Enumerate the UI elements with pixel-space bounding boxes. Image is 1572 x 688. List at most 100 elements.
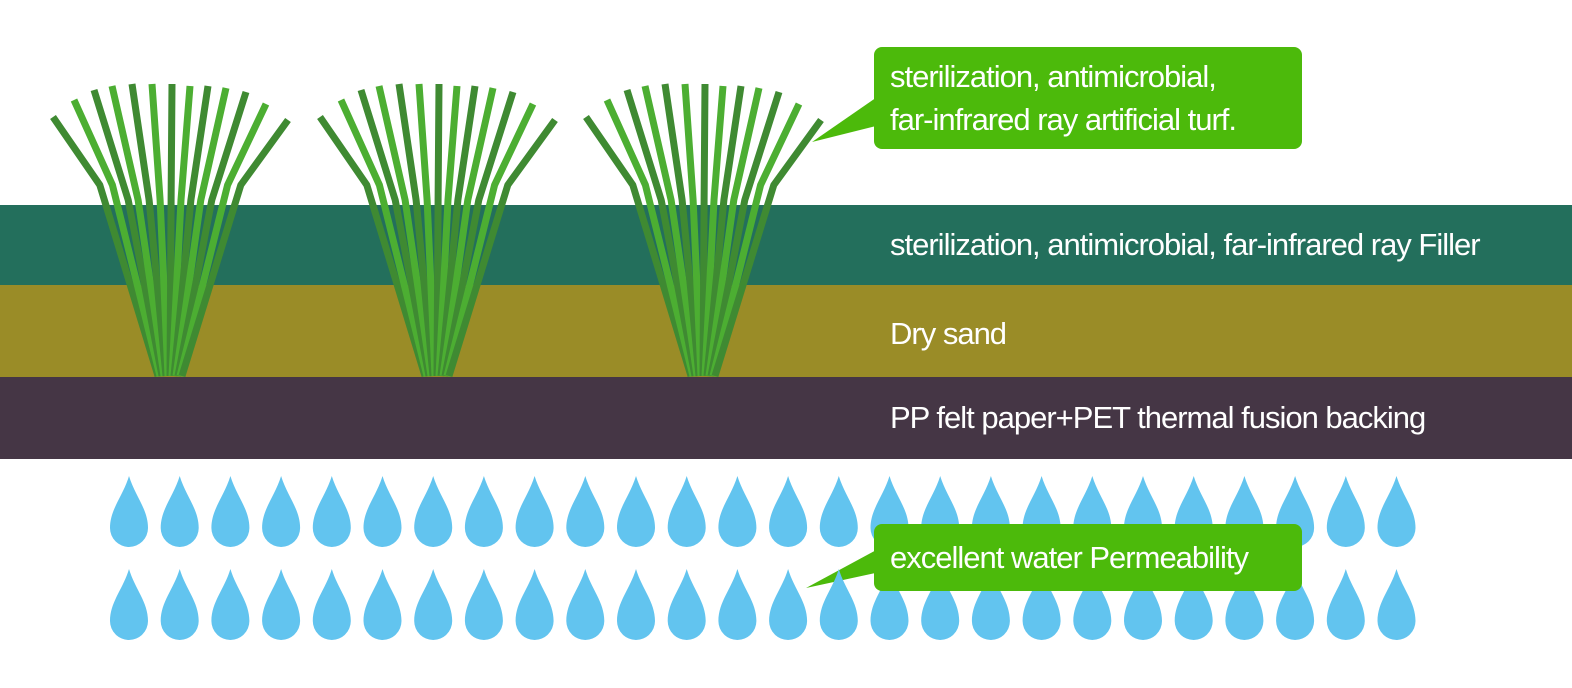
grass-blade [435,85,461,377]
water-drop-icon [515,476,554,547]
water-callout: excellent water Permeability [874,524,1302,591]
water-drop-icon [921,569,960,640]
water-drop-icon [1326,569,1365,640]
water-drop-icon [819,569,858,640]
water-callout-tail [806,548,880,588]
water-callout-label: excellent water Permeability [890,540,1249,575]
water-drop-icon [1124,569,1162,640]
grass-tuft [583,83,824,378]
grass-blade [170,85,212,377]
turf-callout: sterilization, antimicrobial, far-infrar… [874,47,1302,149]
water-drop-icon [211,569,250,640]
turf-callout-line-2: far-infrared ray artificial turf. [890,102,1237,138]
grass-blade [711,117,824,378]
grass-blade [705,87,763,377]
grass-blade [108,85,168,377]
grass-blade [166,83,176,377]
backing-layer: PP felt paper+PET thermal fusion backing [0,377,1572,459]
water-drop-icon [1073,569,1112,640]
callout-tails [806,95,880,588]
grass-blade [395,83,437,377]
dry-sand-layer-label: Dry sand [890,316,1007,351]
water-drop-icon [1326,476,1365,547]
grass-blade [176,102,270,377]
grass-blade [699,83,709,377]
grass-blade [437,85,479,377]
water-drop-icon [870,569,909,640]
water-drop-icon [667,569,706,640]
grass-blade [375,85,435,377]
dry-sand-layer: Dry sand [0,285,1572,377]
turf-callout-tail [812,95,880,142]
water-drop-icon [110,476,148,547]
water-drop-icon [617,569,655,640]
water-drop-icon [414,569,453,640]
grass-blade [439,87,497,377]
water-drop-icon [312,476,351,547]
grass-blade [174,90,250,377]
water-drop-icon [617,476,655,547]
grass-blade [603,98,697,377]
backing-layer-label: PP felt paper+PET thermal fusion backing [890,400,1426,435]
water-drop-icon [414,476,453,547]
grass-group [50,83,824,378]
water-drop-icon [262,476,301,547]
water-drop-icon [667,476,706,547]
grass-blade [148,83,172,377]
water-drop-icon [363,569,402,640]
water-drop-icon [464,569,503,640]
grass-blade [441,90,517,377]
grass-blade [703,85,745,377]
water-drop-icon [718,476,757,547]
grass-blade [50,115,162,378]
grass-blade [70,98,164,377]
water-drop-icon [971,569,1010,640]
grass-tuft [317,83,558,378]
water-drop-icon [1276,569,1315,640]
water-drop-icon [160,476,199,547]
grass-blade [168,85,194,377]
grass-blade [681,83,705,377]
grass-blade [623,88,699,377]
grass-blade [178,117,291,378]
water-drop-icon [718,569,757,640]
grass-tuft [50,83,291,378]
grass-blade [583,115,695,378]
grass-blade [90,88,166,377]
water-drop-icon [262,569,301,640]
water-drop-icon [769,569,808,640]
grass-blade [433,83,443,377]
water-drop-icon [566,569,605,640]
water-drop-icon [1174,569,1213,640]
grass-blade [415,83,439,377]
grass-blade [443,102,537,377]
water-drop-icon [160,569,199,640]
filler-layer: sterilization, antimicrobial, far-infrar… [0,205,1572,285]
grass-blade [701,85,727,377]
grass-blade [128,83,170,377]
water-drop-icon [1022,569,1061,640]
water-drop-icon [566,476,605,547]
grass-blade [357,88,433,377]
water-drop-icon [110,569,148,640]
water-drop-icon [211,476,250,547]
water-drop-icon [1377,569,1416,640]
grass-blade [709,102,803,377]
filler-layer-label: sterilization, antimicrobial, far-infrar… [890,227,1481,262]
water-drop-icon [312,569,351,640]
water-drop-icon [769,476,808,547]
grass-blade [337,98,431,377]
water-drop-icon [363,476,402,547]
water-drop-icon [1225,569,1264,640]
turf-callout-line-1: sterilization, antimicrobial, [890,59,1217,94]
grass-blade [641,85,701,377]
grass-blade [317,115,429,378]
water-drop-icon [1377,476,1416,547]
grass-blade [445,117,558,378]
grass-blade [707,90,783,377]
grass-blade [661,83,703,377]
grass-blade [172,87,230,377]
water-drop-icon [464,476,503,547]
